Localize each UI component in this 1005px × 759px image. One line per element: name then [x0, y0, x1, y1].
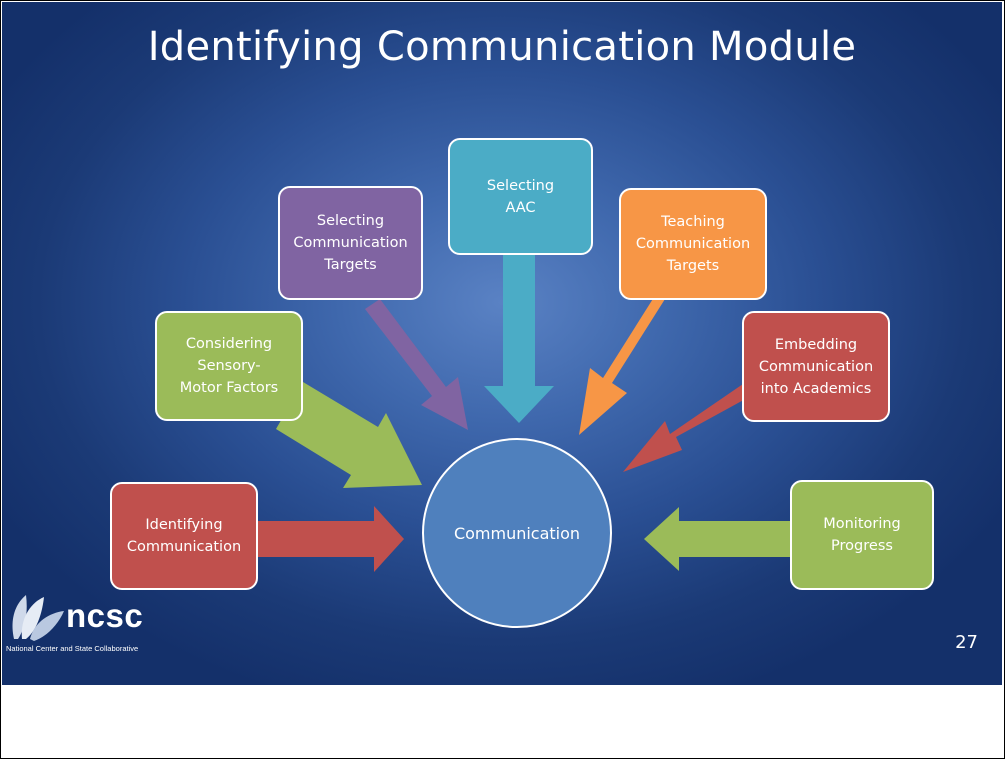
- node-label: Selecting AAC: [486, 177, 555, 216]
- node-teaching-communication-targets: Teaching Communication Targets: [619, 188, 767, 300]
- node-selecting-communication-targets: Selecting Communication Targets: [278, 186, 423, 300]
- node-embedding-into-academics: Embedding Communication into Academics: [742, 311, 890, 422]
- center-node-communication: Communication: [422, 438, 612, 628]
- arrow-selecting-targets: [365, 299, 468, 430]
- page-number: 27: [955, 632, 978, 653]
- arrow-identifying: [257, 506, 404, 572]
- node-label: Monitoring Progress: [823, 516, 901, 554]
- node-label: Selecting Communication Targets: [293, 213, 408, 273]
- node-label: Identifying Communication: [126, 517, 242, 555]
- center-node-label: Communication: [453, 523, 581, 543]
- arrow-selecting-aac: [484, 253, 554, 423]
- logo-tagline: National Center and State Collaborative: [6, 644, 139, 653]
- slide: Identifying Communication Module Identif…: [2, 2, 1002, 685]
- node-considering-sensory-motor: Considering Sensory- Motor Factors: [155, 311, 303, 421]
- node-identifying-communication: Identifying Communication: [110, 482, 258, 590]
- logo-wordmark: ncsc: [66, 597, 144, 634]
- logo-leaf-icon: [12, 595, 64, 641]
- arrow-monitoring: [644, 507, 793, 571]
- arrow-embedding: [623, 384, 749, 472]
- arrows-layer: [257, 253, 793, 572]
- arrow-teaching: [579, 294, 665, 435]
- ncsc-logo: ncsc National Center and State Collabora…: [6, 589, 246, 669]
- slide-title: Identifying Communication Module: [147, 24, 857, 70]
- node-monitoring-progress: Monitoring Progress: [790, 480, 934, 590]
- arrow-considering: [276, 382, 422, 488]
- node-selecting-aac: Selecting AAC: [448, 138, 593, 255]
- node-label: Embedding Communication into Academics: [758, 336, 874, 397]
- node-label: Teaching Communication Targets: [635, 214, 751, 274]
- node-label: Considering Sensory- Motor Factors: [179, 336, 279, 396]
